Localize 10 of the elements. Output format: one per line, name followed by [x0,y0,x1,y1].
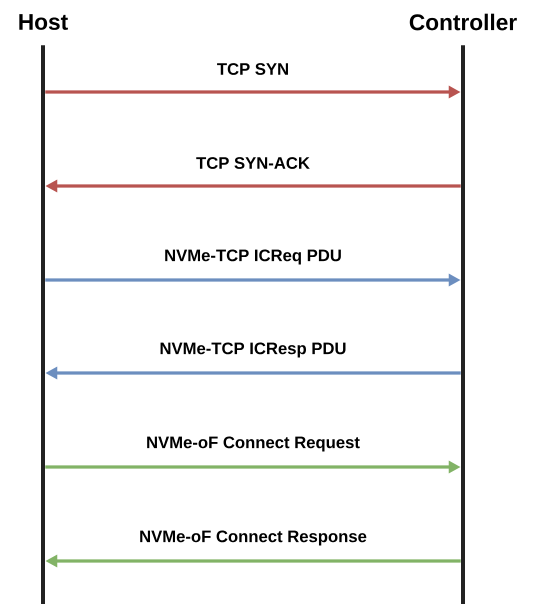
lifeline [41,45,45,604]
lifeline [461,45,465,604]
edge-label: NVMe-oF Connect Response [138,529,368,547]
edge-label: NVMe-oF Connect Request [144,435,362,453]
lifeline-heading: Host [19,14,68,30]
edge-label: TCP SYN-ACK [194,156,312,170]
edge-label: TCP SYN [216,62,290,76]
edge-label: NVMe-TCP ICResp PDU [158,341,348,359]
edge-label: NVMe-TCP ICReq PDU [162,248,344,266]
lifeline-heading: Controller [410,14,517,30]
